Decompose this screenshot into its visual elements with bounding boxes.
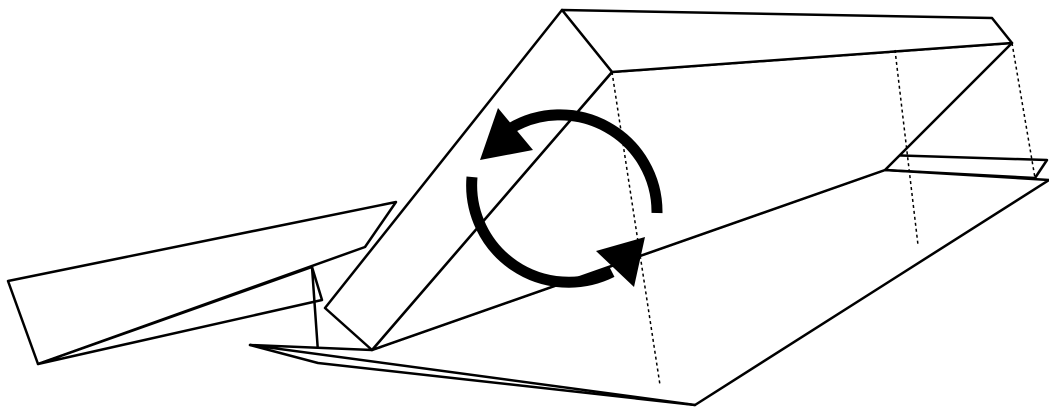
hidden-edge-3 [1012, 43, 1035, 178]
left-flap [8, 202, 396, 364]
left-flap-face [8, 202, 396, 364]
paper-model [8, 10, 1049, 405]
